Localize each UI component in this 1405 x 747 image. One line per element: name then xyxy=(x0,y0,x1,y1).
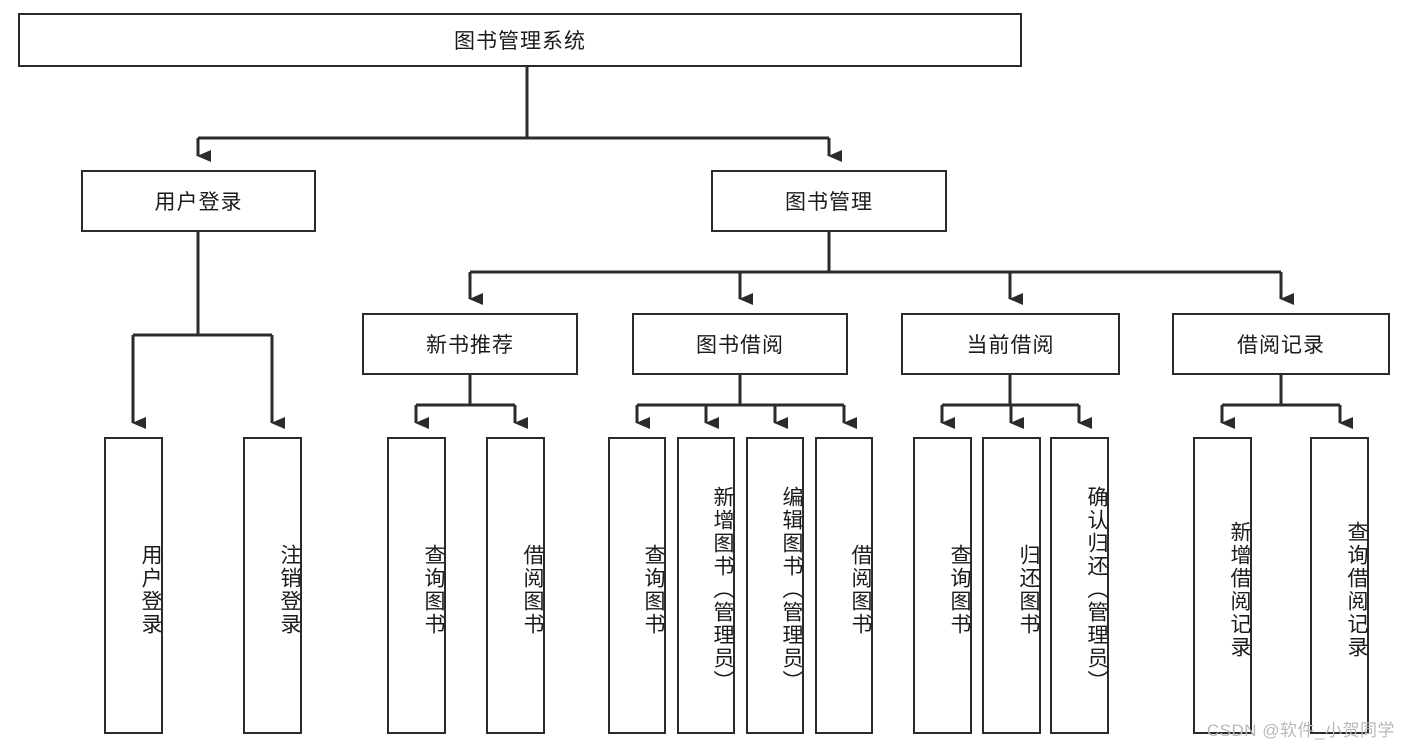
leaf-add-book-admin[interactable]: 新增图书（管理员） xyxy=(677,437,735,734)
node-borrow-record[interactable]: 借阅记录 xyxy=(1172,313,1390,375)
leaf-query-book-current-label: 查询图书 xyxy=(948,543,971,636)
leaf-query-borrow-record[interactable]: 查询借阅记录 xyxy=(1310,437,1369,734)
leaf-borrow-book-label: 借阅图书 xyxy=(849,543,872,636)
leaf-edit-book-admin-label: 编辑图书（管理员） xyxy=(780,486,803,693)
leaf-query-borrow-record-label: 查询借阅记录 xyxy=(1345,520,1368,659)
node-new-book-recommend[interactable]: 新书推荐 xyxy=(362,313,578,375)
leaf-borrow-book-rec-label: 借阅图书 xyxy=(521,543,544,636)
leaf-edit-book-admin[interactable]: 编辑图书（管理员） xyxy=(746,437,804,734)
node-borrow-record-label: 借阅记录 xyxy=(1237,334,1325,357)
leaf-query-book-current[interactable]: 查询图书 xyxy=(913,437,972,734)
leaf-confirm-return-admin[interactable]: 确认归还（管理员） xyxy=(1050,437,1109,734)
node-new-book-recommend-label: 新书推荐 xyxy=(426,334,514,357)
leaf-query-book-rec-label: 查询图书 xyxy=(422,543,445,636)
leaf-query-book-borrow-label: 查询图书 xyxy=(642,543,665,636)
node-book-borrow[interactable]: 图书借阅 xyxy=(632,313,848,375)
node-user-login[interactable]: 用户登录 xyxy=(81,170,316,232)
node-book-management-label: 图书管理 xyxy=(785,191,873,214)
leaf-query-book-rec[interactable]: 查询图书 xyxy=(387,437,446,734)
leaf-borrow-book[interactable]: 借阅图书 xyxy=(815,437,873,734)
leaf-add-book-admin-label: 新增图书（管理员） xyxy=(711,486,734,693)
csdn-watermark: CSDN @软件_小贺同学 xyxy=(1206,721,1395,740)
node-current-borrow-label: 当前借阅 xyxy=(966,334,1055,357)
leaf-borrow-book-rec[interactable]: 借阅图书 xyxy=(486,437,545,734)
leaf-add-borrow-record-label: 新增借阅记录 xyxy=(1228,520,1251,659)
leaf-user-login-label: 用户登录 xyxy=(139,543,162,636)
leaf-query-book-borrow[interactable]: 查询图书 xyxy=(608,437,666,734)
leaf-logout-login[interactable]: 注销登录 xyxy=(243,437,302,734)
node-root[interactable]: 图书管理系统 xyxy=(18,13,1022,67)
node-user-login-label: 用户登录 xyxy=(154,191,243,214)
node-current-borrow[interactable]: 当前借阅 xyxy=(901,313,1120,375)
leaf-logout-login-label: 注销登录 xyxy=(278,543,301,636)
leaf-add-borrow-record[interactable]: 新增借阅记录 xyxy=(1193,437,1252,734)
leaf-confirm-return-admin-label: 确认归还（管理员） xyxy=(1085,486,1108,693)
leaf-user-login[interactable]: 用户登录 xyxy=(104,437,163,734)
node-book-borrow-label: 图书借阅 xyxy=(696,334,784,357)
leaf-return-book-label: 归还图书 xyxy=(1017,543,1040,636)
leaf-return-book[interactable]: 归还图书 xyxy=(982,437,1041,734)
node-root-label: 图书管理系统 xyxy=(454,30,586,53)
node-book-management[interactable]: 图书管理 xyxy=(711,170,947,232)
